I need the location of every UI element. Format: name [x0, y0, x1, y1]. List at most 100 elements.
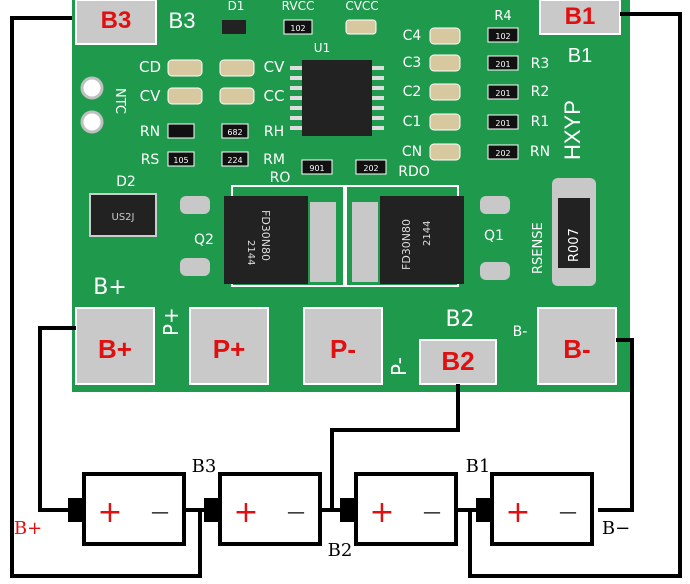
silk-p-plus: P+ — [159, 307, 183, 336]
cell-1-plus: + — [97, 495, 122, 530]
silk-rm: RM — [263, 152, 285, 168]
rs-resistor — [167, 151, 195, 167]
rm-resistor — [221, 151, 249, 167]
silk-rn-right: RN — [530, 144, 550, 160]
cc-capacitor — [219, 87, 255, 105]
silk-u1: U1 — [314, 41, 330, 55]
r4-res-mark: 102 — [495, 32, 510, 41]
wire-b-minus — [598, 338, 634, 512]
r1-resistor — [487, 114, 519, 130]
q2-tab — [310, 202, 336, 282]
rs-res-mark: 105 — [173, 156, 188, 165]
wire-b3 — [10, 16, 202, 578]
silk-b-plus: B+ — [93, 275, 127, 300]
battery-cell-2: + — — [204, 472, 322, 546]
q1-pad-b — [480, 262, 510, 280]
silk-c4: C4 — [403, 28, 422, 44]
rvcc-res-mark: 102 — [290, 24, 305, 33]
silk-c3: C3 — [403, 55, 422, 71]
silk-rs: RS — [141, 152, 160, 168]
wire-b1 — [468, 12, 682, 578]
silk-c1: C1 — [403, 114, 422, 130]
silk-b-minus: B- — [513, 324, 528, 340]
label-b2: B2 — [328, 540, 353, 561]
silk-b2: B2 — [445, 307, 474, 332]
silk-b3: B3 — [169, 8, 196, 33]
silk-d1: D1 — [228, 0, 245, 13]
pad-p-minus-label: P- — [330, 334, 356, 364]
pad-p-minus — [303, 307, 383, 385]
cn-capacitor — [429, 143, 461, 161]
silk-rn-left: RN — [140, 124, 160, 140]
silk-cv-left: CV — [140, 87, 161, 105]
silk-ro: RO — [270, 170, 291, 186]
q1-mark: FD30N80 — [400, 219, 413, 270]
rn-right-resistor — [487, 144, 519, 160]
silk-cn: CN — [402, 144, 422, 160]
silk-b1: B1 — [568, 45, 592, 67]
wires — [10, 12, 682, 578]
u1-chip — [302, 60, 372, 136]
rh-res-mark: 682 — [227, 128, 242, 137]
pad-b1-label: B1 — [565, 3, 596, 30]
ro-resistor — [301, 159, 333, 175]
u1-pins — [290, 66, 384, 130]
wire-b-plus — [38, 326, 76, 512]
cell-4-minus: — — [559, 502, 577, 523]
q2-mark: FD30N80 — [259, 210, 272, 261]
rdo-res-mark: 202 — [363, 164, 378, 173]
silk-rdo: RDO — [398, 164, 430, 180]
q2-pad-b — [180, 258, 210, 276]
q1-sub: 2144 — [422, 221, 433, 246]
silk-p-minus: P- — [387, 357, 411, 376]
silk-rh: RH — [264, 124, 284, 140]
cd-capacitor — [167, 59, 203, 77]
ntc-hole-2 — [80, 110, 104, 134]
silk-cvcc: CVCC — [345, 0, 378, 13]
cv2-capacitor — [167, 87, 203, 105]
q1-tab — [352, 202, 378, 282]
cell-2-plus: + — [233, 495, 258, 530]
silk-r4: R4 — [494, 9, 511, 24]
q1-pad-a — [480, 196, 510, 214]
battery-cell-3: + — — [340, 472, 458, 546]
rn-resistor — [167, 123, 195, 139]
c1-capacitor — [429, 113, 461, 131]
c2-capacitor — [429, 83, 461, 101]
d2-diode — [89, 193, 157, 237]
c4-capacitor — [429, 27, 461, 45]
silk-r3: R3 — [531, 56, 550, 72]
pad-p-plus — [189, 307, 269, 385]
r2-res-mark: 201 — [495, 89, 510, 98]
battery-cell-4: + — — [476, 472, 594, 546]
pad-b3-label: B3 — [101, 7, 132, 34]
rn-res-mark: 202 — [495, 149, 510, 158]
silk-r2: R2 — [531, 84, 550, 100]
pad-p-plus-label: P+ — [213, 334, 246, 364]
r3-resistor — [487, 55, 519, 71]
q2-mosfet — [224, 196, 308, 284]
rsense-body — [558, 198, 590, 268]
r1-res-mark: 201 — [495, 119, 510, 128]
cell-3-minus: — — [423, 502, 441, 523]
silk-ntc: NTC — [112, 88, 127, 114]
pad-b-plus — [75, 307, 155, 385]
q2-sub: 2144 — [245, 240, 256, 265]
wire-b2 — [330, 384, 460, 510]
pad-b-minus — [537, 307, 617, 385]
silk-rvcc: RVCC — [282, 0, 315, 13]
label-b3: B3 — [192, 456, 217, 477]
cell-1-minus: — — [151, 502, 169, 523]
rm-res-mark: 224 — [227, 156, 242, 165]
label-b1: B1 — [466, 456, 491, 477]
ro-res-mark: 901 — [309, 164, 324, 173]
r4-resistor — [487, 27, 519, 43]
cell-2-minus: — — [287, 502, 305, 523]
r3-res-mark: 201 — [495, 60, 510, 69]
silk-cd: CD — [139, 58, 161, 76]
silk-q2: Q2 — [194, 232, 214, 248]
battery-cell-1: + — — [68, 472, 186, 546]
silk-q1: Q1 — [484, 228, 504, 244]
